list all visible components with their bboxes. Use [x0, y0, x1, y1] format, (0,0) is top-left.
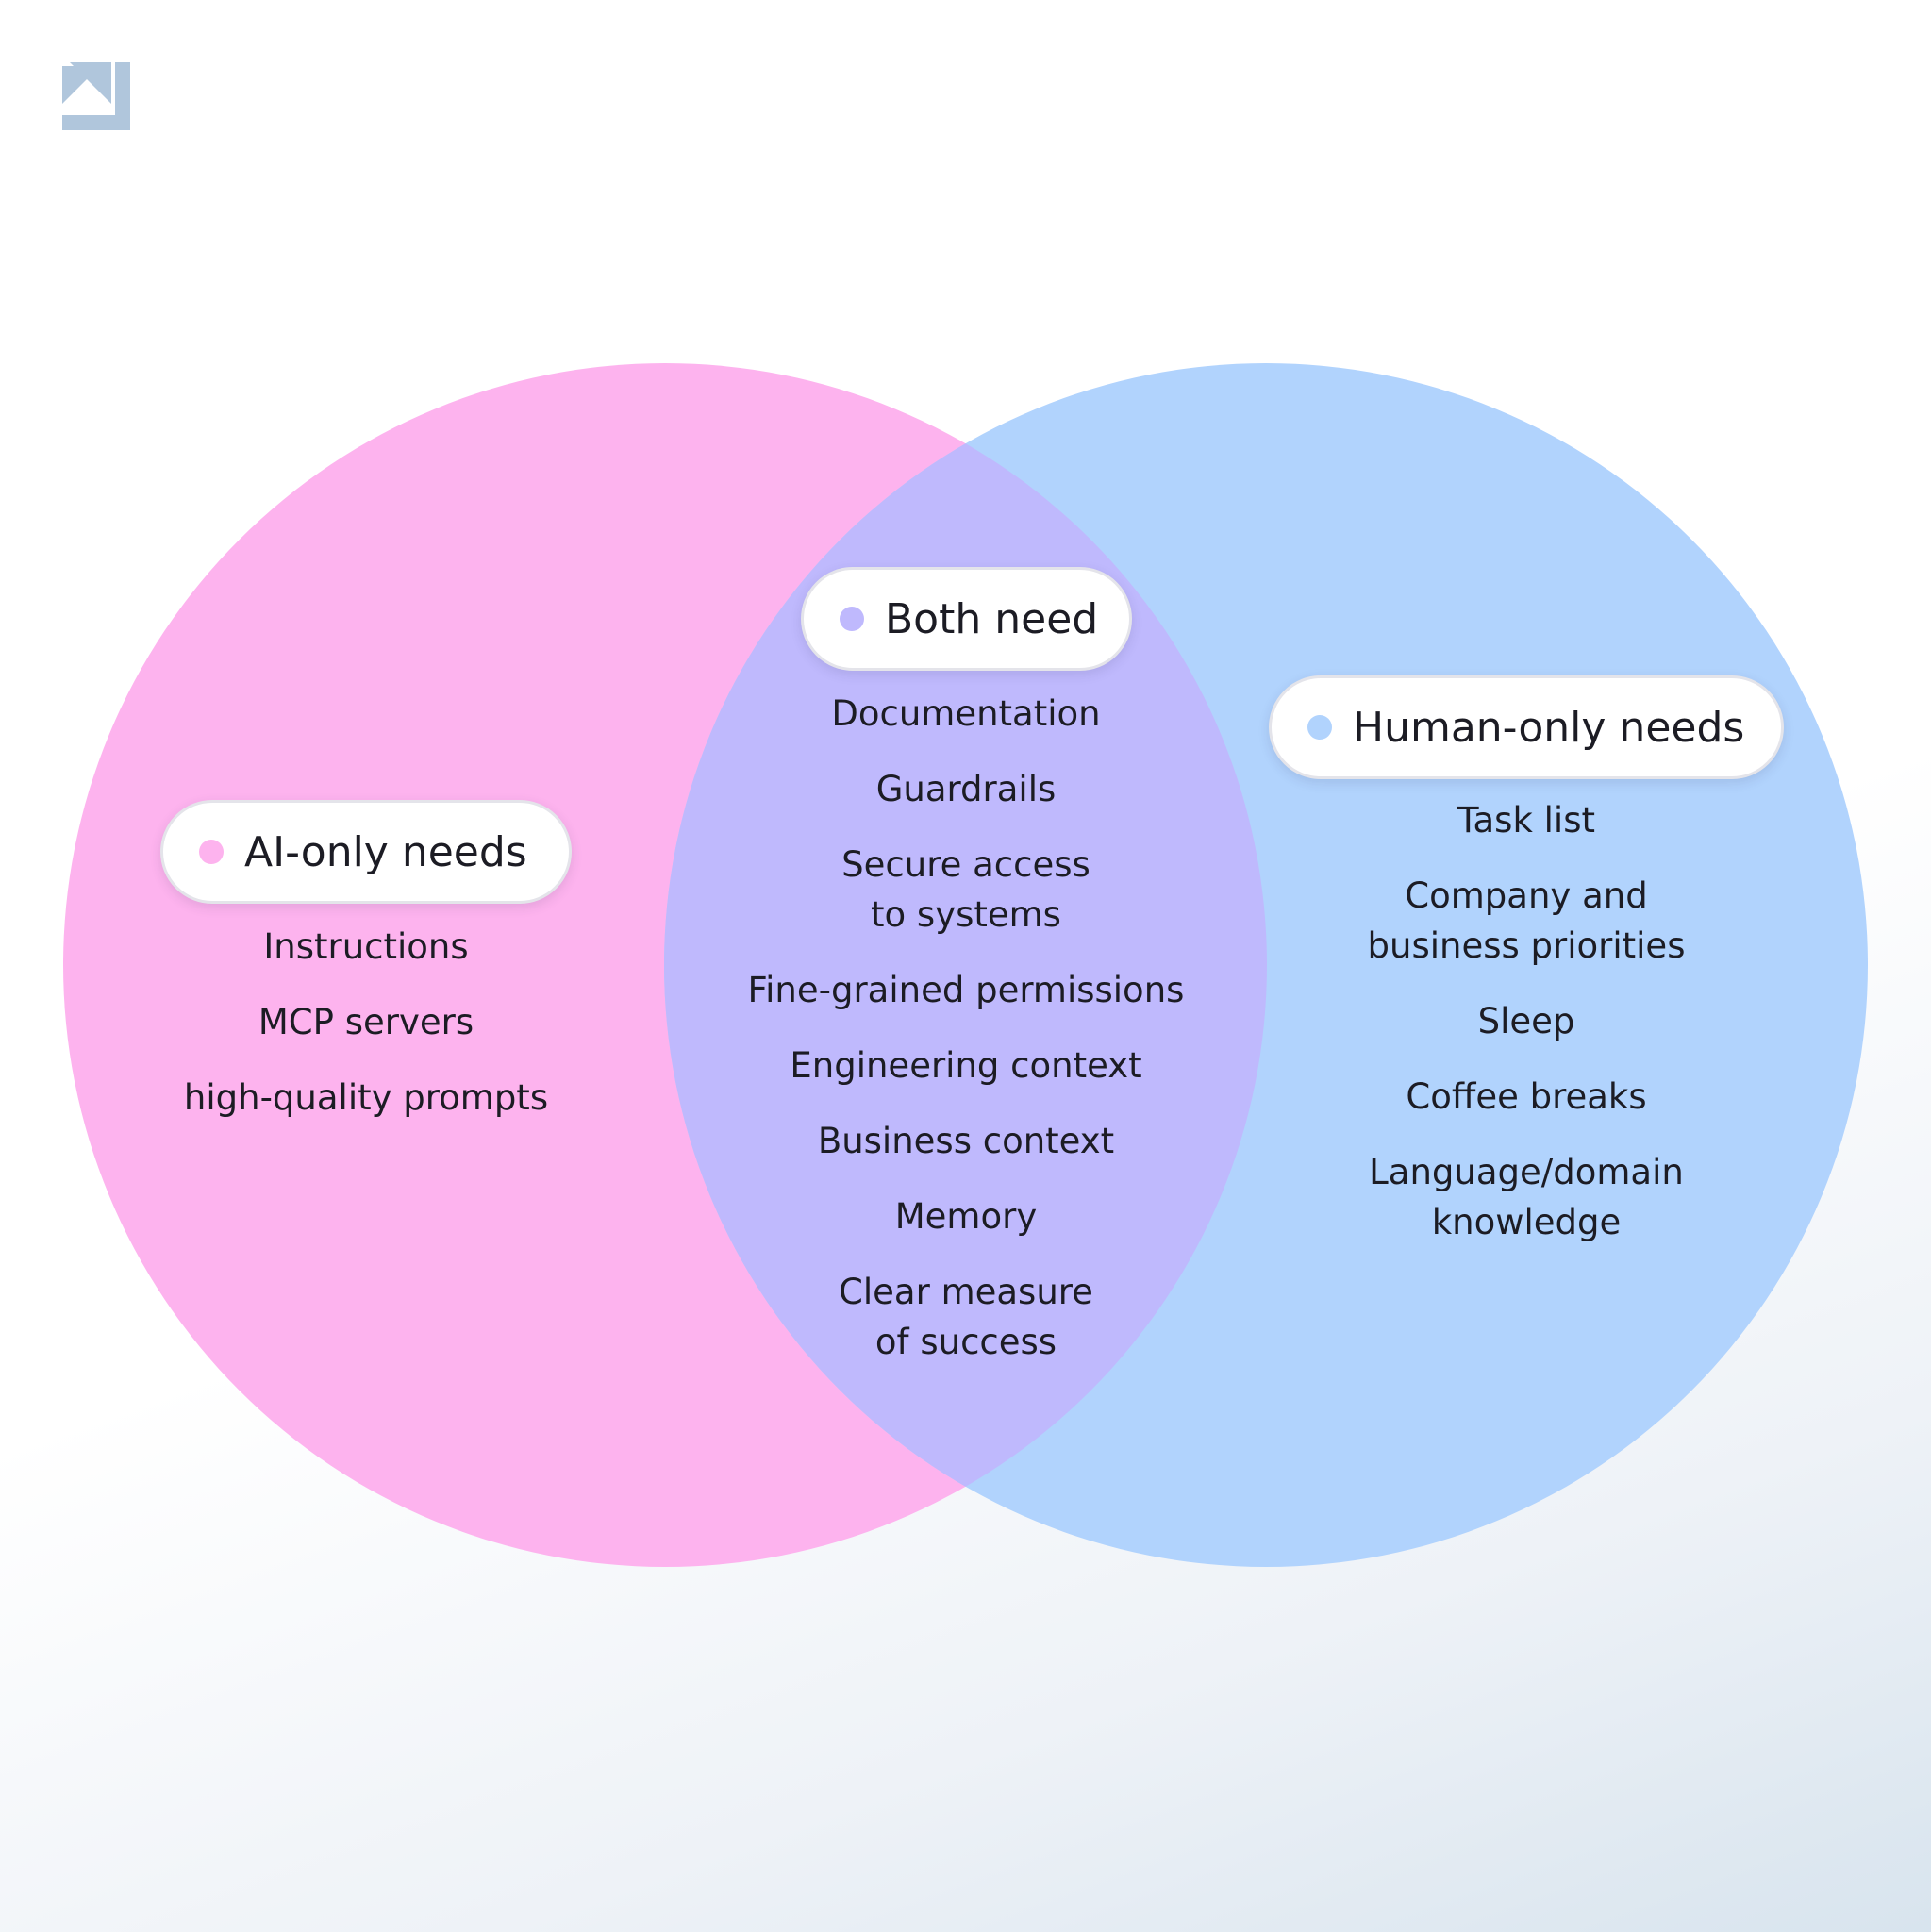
list-item: Documentation	[831, 693, 1101, 734]
list-item: Fine-grained permissions	[747, 970, 1185, 1010]
ai-only-dot-icon	[199, 840, 224, 864]
list-item: Language/domain knowledge	[1369, 1152, 1684, 1242]
both-need-dot-icon	[840, 607, 864, 631]
list-item: Task list	[1457, 800, 1595, 841]
list-item: Clear measure of success	[839, 1272, 1093, 1362]
list-item: Engineering context	[790, 1045, 1142, 1086]
both-need-label: Both need	[801, 567, 1132, 671]
human-only-dot-icon	[1307, 715, 1332, 740]
both-need-title: Both need	[885, 594, 1099, 643]
list-item: Sleep	[1477, 1001, 1575, 1041]
list-item: Guardrails	[875, 769, 1057, 809]
logo-icon	[62, 62, 130, 130]
list-item: Business context	[817, 1121, 1115, 1161]
ai-only-needs-title: AI-only needs	[244, 827, 527, 876]
human-only-needs-title: Human-only needs	[1353, 703, 1745, 752]
list-item: Secure access to systems	[841, 844, 1090, 935]
human-only-needs-label: Human-only needs	[1269, 675, 1784, 779]
list-item: MCP servers	[258, 1002, 474, 1042]
list-item: Memory	[894, 1196, 1038, 1237]
list-item: Company and business priorities	[1367, 875, 1686, 966]
list-item: high-quality prompts	[183, 1077, 549, 1118]
ai-only-needs-label: AI-only needs	[160, 800, 572, 904]
list-item: Instructions	[263, 926, 469, 967]
list-item: Coffee breaks	[1406, 1076, 1647, 1117]
